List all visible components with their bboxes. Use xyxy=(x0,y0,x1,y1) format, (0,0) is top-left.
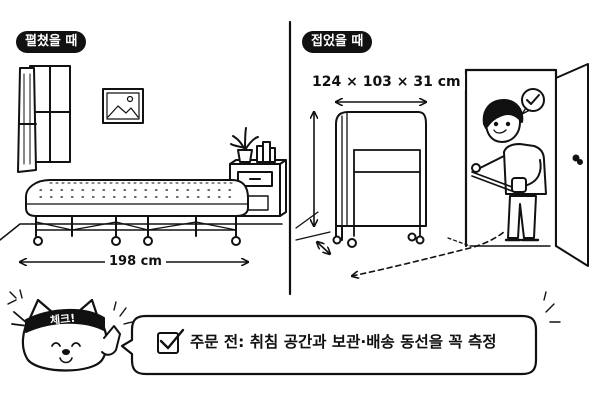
check-bubble-icon xyxy=(521,88,545,115)
window xyxy=(17,65,71,173)
unfolded-tag: 펼쳤을 때 xyxy=(16,31,87,53)
checklist-text: 주문 전: 취침 공간과 보관·배송 동선을 꼭 측정 xyxy=(190,333,497,351)
nightstand xyxy=(229,127,287,217)
checkbox-check-icon xyxy=(157,328,185,354)
folded-tag: 접었을 때 xyxy=(302,31,373,53)
unfolded-length-label: 198 cm xyxy=(105,254,166,270)
moving-route xyxy=(352,229,507,276)
folded-bed xyxy=(332,111,427,248)
unfolded-room xyxy=(0,65,287,262)
unfolded-bed xyxy=(24,179,249,246)
cat-mascot-icon xyxy=(7,289,133,372)
person-measuring xyxy=(471,99,547,242)
folded-room xyxy=(295,63,589,276)
door xyxy=(464,63,589,267)
folded-dimensions-label: 124 × 103 × 31 cm xyxy=(308,74,465,90)
picture-frame xyxy=(102,88,144,124)
mascot-headband-text: 체크! xyxy=(49,311,76,328)
speech-bubble xyxy=(120,314,538,376)
